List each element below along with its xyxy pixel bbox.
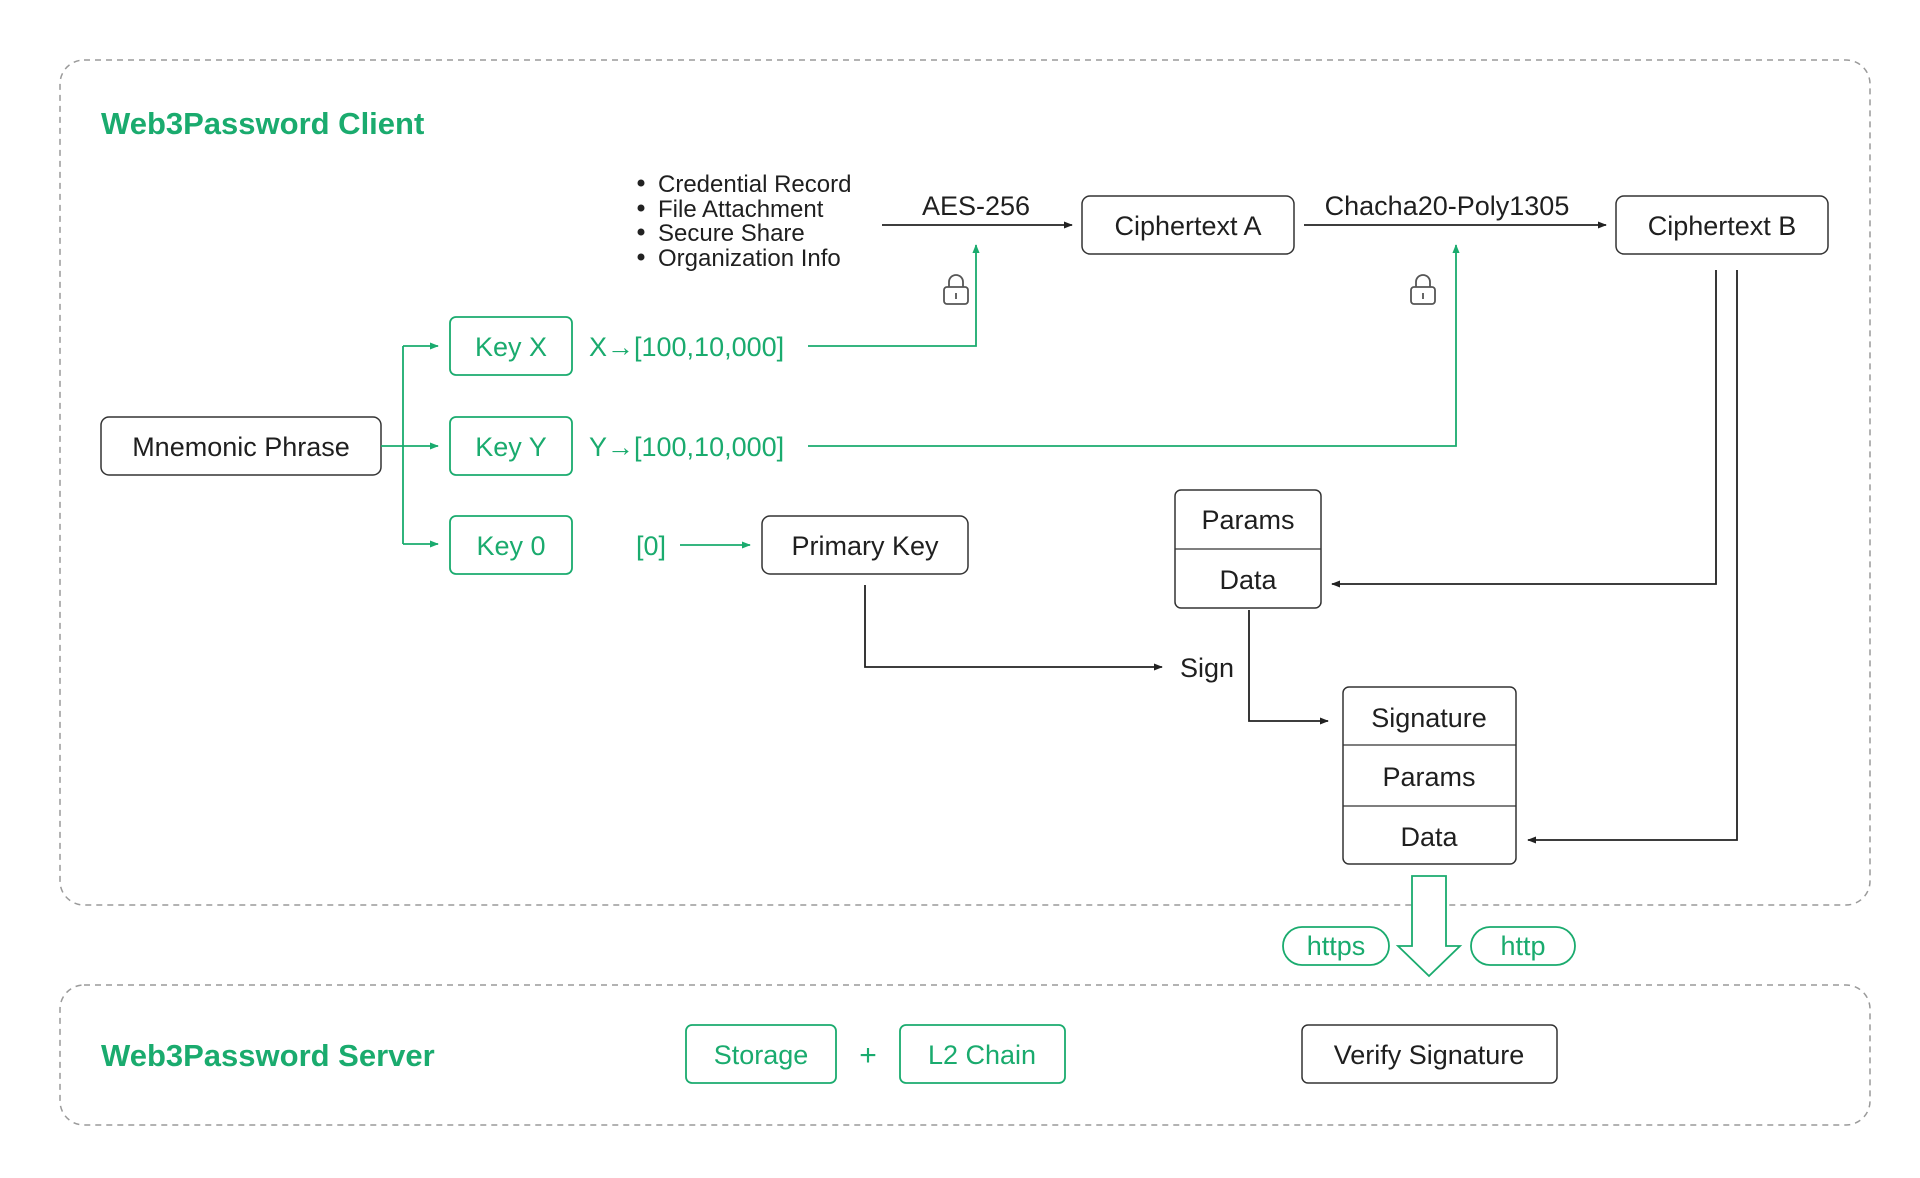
signature-label: Signature — [1371, 703, 1487, 733]
key-y-feed-line — [808, 244, 1460, 447]
key-x-label: Key X — [475, 332, 547, 362]
input-item: File Attachment — [658, 196, 824, 223]
key-0-label: Key 0 — [476, 531, 545, 561]
lock-icon — [943, 274, 969, 305]
key-0-box — [449, 515, 573, 575]
http-label: http — [1500, 931, 1545, 961]
https-badge — [1282, 926, 1390, 966]
https-label: https — [1307, 931, 1366, 961]
key-x-range: X→[100,10,000] — [589, 332, 784, 362]
params-label: Params — [1201, 505, 1294, 535]
server-title: Web3Password Server — [101, 1038, 435, 1073]
bullet-icon — [637, 179, 645, 187]
key-y-box — [449, 416, 573, 476]
key-x-feed-line — [808, 244, 980, 347]
signature-box — [1342, 686, 1517, 865]
key-x-box — [449, 316, 573, 376]
server-section — [59, 984, 1871, 1126]
aes-label: AES-256 — [922, 191, 1030, 221]
verify-signature-box — [1301, 1024, 1558, 1084]
primary-key-box — [761, 515, 969, 575]
input-item: Organization Info — [658, 245, 841, 272]
signature-data-label: Data — [1400, 822, 1458, 852]
key-y-label: Key Y — [475, 432, 547, 462]
transfer-down-arrow-icon — [1395, 875, 1463, 978]
plus-sign: + — [859, 1039, 877, 1072]
client-title: Web3Password Client — [101, 106, 424, 141]
input-item: Secure Share — [658, 220, 805, 247]
input-item: Credential Record — [658, 171, 851, 198]
data-to-signature-line — [1248, 610, 1329, 725]
input-list: Credential Record File Attachment Secure… — [637, 171, 851, 272]
primary-to-sign-line — [864, 585, 1163, 671]
bullet-icon — [637, 253, 645, 261]
signature-params-label: Params — [1382, 762, 1475, 792]
bullet-icon — [637, 204, 645, 212]
verify-signature-label: Verify Signature — [1334, 1040, 1525, 1070]
cipher-b-to-signature-data-line — [1527, 270, 1738, 844]
storage-box — [685, 1024, 837, 1084]
chacha-label: Chacha20-Poly1305 — [1325, 191, 1570, 221]
l2-chain-box — [899, 1024, 1066, 1084]
key-0-index: [0] — [636, 531, 666, 561]
lock-icon — [1410, 274, 1436, 305]
ciphertext-b-box — [1615, 195, 1829, 255]
bullet-icon — [637, 228, 645, 236]
client-section — [59, 59, 1871, 906]
primary-key-label: Primary Key — [791, 531, 939, 561]
l2-chain-label: L2 Chain — [928, 1040, 1036, 1070]
mnemonic-phrase-label: Mnemonic Phrase — [132, 432, 350, 462]
storage-label: Storage — [714, 1040, 809, 1070]
key-y-range: Y→[100,10,000] — [589, 432, 784, 462]
http-badge — [1470, 926, 1576, 966]
data-label: Data — [1219, 565, 1277, 595]
ciphertext-b-label: Ciphertext B — [1648, 211, 1797, 241]
ciphertext-a-box — [1081, 195, 1295, 255]
cipher-b-to-data-line — [1331, 270, 1717, 588]
ciphertext-a-label: Ciphertext A — [1114, 211, 1261, 241]
sign-label: Sign — [1180, 653, 1234, 683]
